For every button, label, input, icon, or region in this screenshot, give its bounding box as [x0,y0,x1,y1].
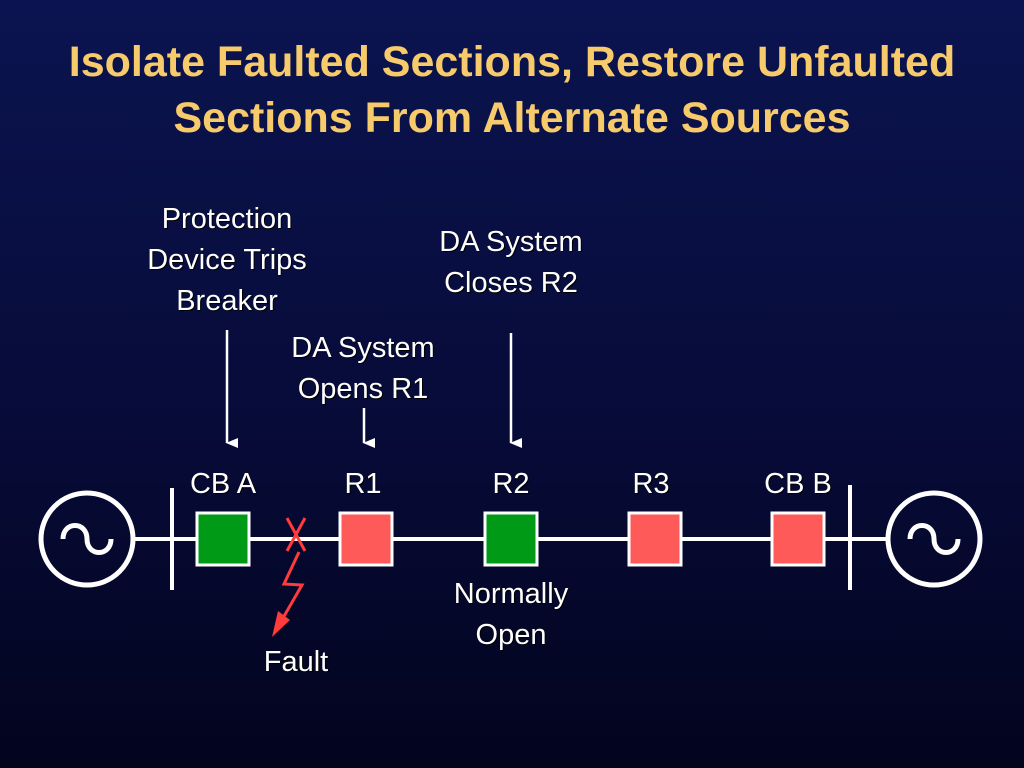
normally-open-label: Normally Open [421,574,601,656]
opens-r1-line-1: DA System [291,332,435,364]
device-label-r1: R1 [344,468,382,500]
normally-open-line-2: Open [475,619,547,651]
device-label-r2: R2 [492,468,530,500]
protection-line-2: Device Trips [147,244,307,276]
title-line-1: Isolate Faulted Sections, Restore Unfaul… [68,38,956,86]
opens-r1-line-2: Opens R1 [297,373,429,405]
normally-open-line-1: Normally [453,578,569,610]
fault-marker-icon [285,517,307,552]
source-b-icon [885,490,983,588]
device-box-cb-a [195,511,251,567]
opens-r1-annotation: DA System Opens R1 [257,328,469,410]
device-box-r1 [338,511,394,567]
device-box-r2 [483,511,539,567]
slide-title: Isolate Faulted Sections, Restore Unfaul… [0,34,1024,146]
lightning-bolt-icon [272,551,305,637]
device-box-r3 [627,511,683,567]
title-line-2: Sections From Alternate Sources [173,94,851,142]
device-label-r3: R3 [632,468,670,500]
device-label-cb-b: CB B [764,468,832,500]
closes-r2-line-1: DA System [439,226,583,258]
protection-annotation: Protection Device Trips Breaker [113,199,341,322]
source-a-icon [38,490,136,588]
device-label-cb-a: CB A [189,468,257,500]
device-box-cb-b [770,511,826,567]
closes-r2-line-2: Closes R2 [444,267,578,299]
protection-line-1: Protection [161,203,293,235]
protection-line-3: Breaker [176,285,278,317]
closes-r2-annotation: DA System Closes R2 [405,222,617,304]
fault-label: Fault [263,646,329,678]
